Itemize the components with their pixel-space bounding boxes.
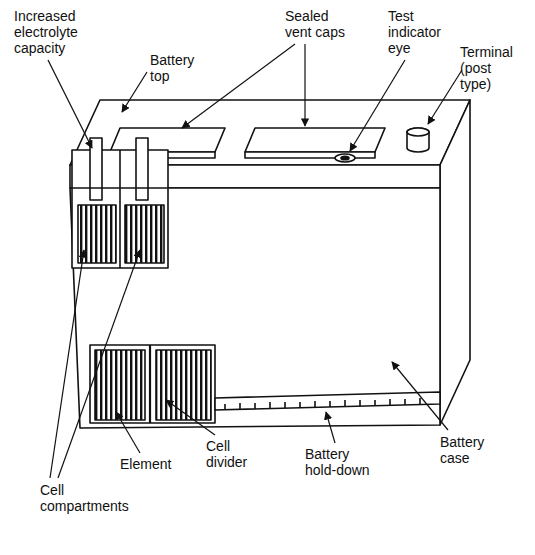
part-label: Battery case [440, 434, 496, 466]
vent-cap [245, 128, 385, 152]
part-label: Sealed vent caps [285, 8, 351, 40]
leader-line [50, 250, 84, 478]
part-label: Battery top [150, 52, 206, 84]
part-label: Element [120, 456, 190, 472]
leader-line [350, 60, 405, 151]
cell-divider-line [149, 345, 151, 423]
leader-line [166, 400, 215, 435]
element-plates [156, 350, 211, 420]
leader-line [326, 412, 335, 443]
leader-line [116, 412, 140, 453]
bottom-cutaway [90, 345, 215, 423]
leader-line [122, 72, 147, 112]
part-label: Terminal (post type) [460, 44, 520, 92]
hold-down-teeth [225, 398, 420, 410]
leader-line [392, 362, 448, 430]
part-label: Test indicator eye [388, 8, 452, 56]
vent-tube [136, 138, 148, 200]
part-label: Cell compartments [40, 482, 136, 514]
element-plates [95, 350, 145, 420]
leader-line [428, 70, 462, 124]
top-cutaway [72, 150, 168, 268]
leader-line [304, 44, 305, 126]
part-label: Cell divider [206, 438, 258, 470]
hold-down-ledge [215, 392, 440, 410]
leader-line [58, 250, 140, 478]
part-label: Increased electrolyte capacity [14, 8, 94, 56]
battery-case [70, 188, 440, 428]
terminal-top [407, 128, 429, 136]
leader-line [48, 60, 92, 148]
terminal-post [407, 128, 429, 152]
part-label: Battery hold-down [305, 446, 377, 478]
battery-side [440, 100, 470, 425]
leader-line [182, 44, 295, 128]
cell-plates [125, 205, 164, 263]
indicator-eye [335, 154, 355, 162]
vent-cap [110, 128, 225, 152]
lid-edge [72, 187, 168, 189]
cell-divider-line [119, 150, 121, 268]
indicator-eye-center [341, 156, 349, 160]
